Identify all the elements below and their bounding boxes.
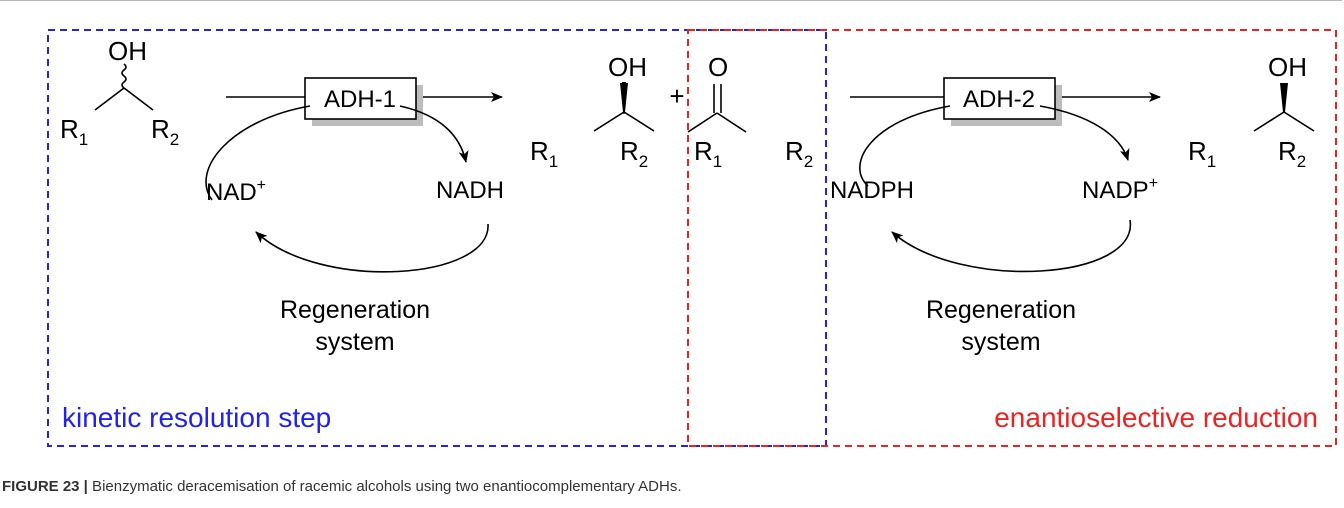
product-alcohol-right: OH R1 R2	[1188, 52, 1315, 171]
ketone-o: O	[708, 52, 728, 82]
kinetic-resolution-title: kinetic resolution step	[62, 402, 331, 433]
caption-text: Bienzymatic deracemisation of racemic al…	[87, 478, 682, 495]
racemic-alcohol: OH R1 R2	[60, 36, 179, 149]
plus-sign: +	[669, 81, 684, 111]
regeneration-label-right-1: Regeneration	[926, 296, 1076, 324]
cycle-arc-right-upper	[859, 105, 951, 187]
product-alcohol-left: OH R1 R2	[530, 52, 655, 171]
nad-plus-label: NAD+	[206, 177, 266, 206]
regeneration-label-left-1: Regeneration	[280, 296, 430, 324]
adh1-enzyme-box: ADH-1	[304, 77, 423, 126]
regeneration-arrow-left	[255, 223, 489, 273]
figure-label: FIGURE 23 |	[2, 478, 88, 495]
wedge-bond-right	[1280, 83, 1288, 112]
ketone-r1: R1	[694, 136, 722, 171]
wavy-bond	[121, 63, 127, 89]
ketone-r2: R2	[785, 136, 813, 171]
product-left-oh: OH	[608, 52, 647, 82]
regeneration-arrow-right	[891, 219, 1131, 273]
enantioselective-reduction-title: enantioselective reduction	[994, 402, 1318, 433]
figure-caption: FIGURE 23 | Bienzymatic deracemisation o…	[2, 478, 682, 495]
reaction-scheme: OH R1 R2 ADH-1 NAD+ NADH Regeneration sy…	[47, 29, 1337, 447]
product-right-r1: R1	[1188, 136, 1216, 171]
product-left-r2: R2	[620, 136, 648, 171]
nadh-label: NADH	[436, 177, 504, 204]
substrate-r1: R1	[60, 114, 88, 149]
kinetic-resolution-box	[47, 29, 827, 447]
nadh-arrow	[399, 105, 469, 163]
nadph-label: NADPH	[830, 177, 914, 204]
product-left-r1: R1	[530, 136, 558, 171]
figure-frame	[0, 0, 1342, 1]
adh2-label: ADH-2	[963, 86, 1035, 113]
enantioselective-reduction-box	[687, 29, 1337, 447]
adh2-enzyme-box: ADH-2	[943, 77, 1062, 126]
adh1-label: ADH-1	[324, 86, 396, 113]
ketone: O R1 R2	[687, 52, 813, 171]
cycle-arc-left-upper	[205, 105, 311, 201]
substrate-oh-label: OH	[108, 36, 147, 66]
product-right-r2: R2	[1278, 136, 1306, 171]
nadp-arrow	[1039, 105, 1130, 161]
nadp-plus-label: NADP+	[1082, 175, 1158, 204]
regeneration-label-left-2: system	[315, 328, 394, 356]
regeneration-label-right-2: system	[961, 328, 1040, 356]
product-right-oh: OH	[1268, 52, 1307, 82]
substrate-r2: R2	[151, 114, 179, 149]
